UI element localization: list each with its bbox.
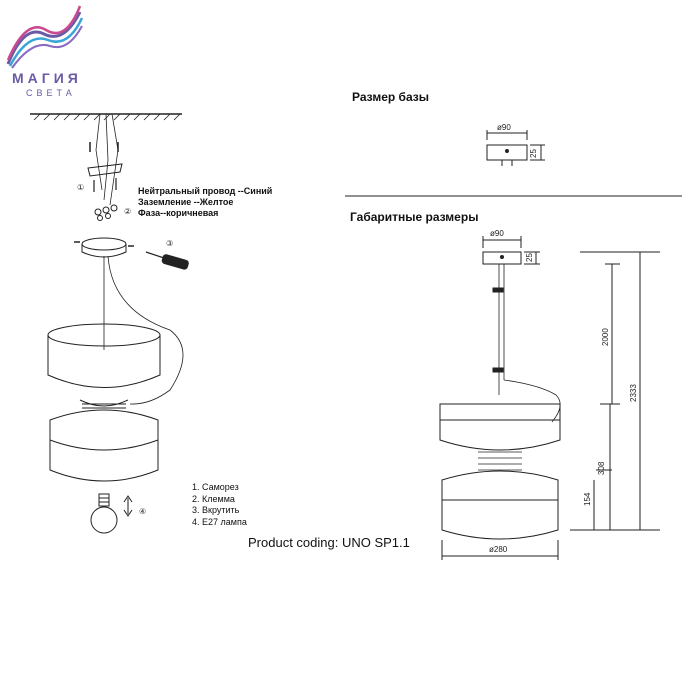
base-height-label: 25 [529,149,538,158]
brand-name: МАГИЯ [12,70,82,86]
legend-item: 1. Саморез [192,482,239,492]
step-marker-2: ② [124,207,131,216]
step-marker-1: ① [77,183,84,192]
legend-item: 4. E27 лампа [192,516,247,527]
parts-legend: 1. Саморез 2. Клемма 3. Вкрутить 4. E27 … [192,482,247,528]
screwdriver-icon [145,251,189,270]
bulb-icon [90,493,118,534]
mounting-bracket [87,163,123,177]
wiring-phase: Фаза--коричневая [138,208,219,218]
legend-item: 3. Вкрутить [192,505,240,515]
terminal-block [94,204,118,221]
lamp-shade [47,323,161,482]
product-coding: Product coding: UNO SP1.1 [248,535,410,550]
shade-height-label: 308 [597,461,606,475]
overall-dims-drawing [439,236,660,560]
wiring-notes: Нейтральный провод --Синий Заземление --… [138,186,272,219]
base-size-heading: Размер базы [352,90,429,104]
wiring-ground: Заземление --Желтое [138,197,234,207]
lower-height-label: 154 [583,492,592,506]
wiring-neutral: Нейтральный провод --Синий [138,186,273,196]
step-marker-4: ④ [139,507,146,516]
logo-wave-icon [6,5,84,69]
total-height-label: 2333 [629,384,638,402]
shade-diameter-label: ø280 [489,545,508,554]
brand-logo: МАГИЯ СВЕТА [4,4,84,99]
top-diameter-label: ø90 [490,229,504,238]
base-diameter-label: ø90 [497,123,511,132]
cord-length-label: 2000 [601,328,610,346]
base-size-drawing [486,130,545,166]
canopy [81,237,127,251]
brand-subtitle: СВЕТА [26,88,76,98]
overall-dims-heading: Габаритные размеры [350,210,479,224]
top-height-label: 25 [525,253,534,262]
legend-item: 2. Клемма [192,493,235,504]
step-marker-3: ③ [166,239,173,248]
